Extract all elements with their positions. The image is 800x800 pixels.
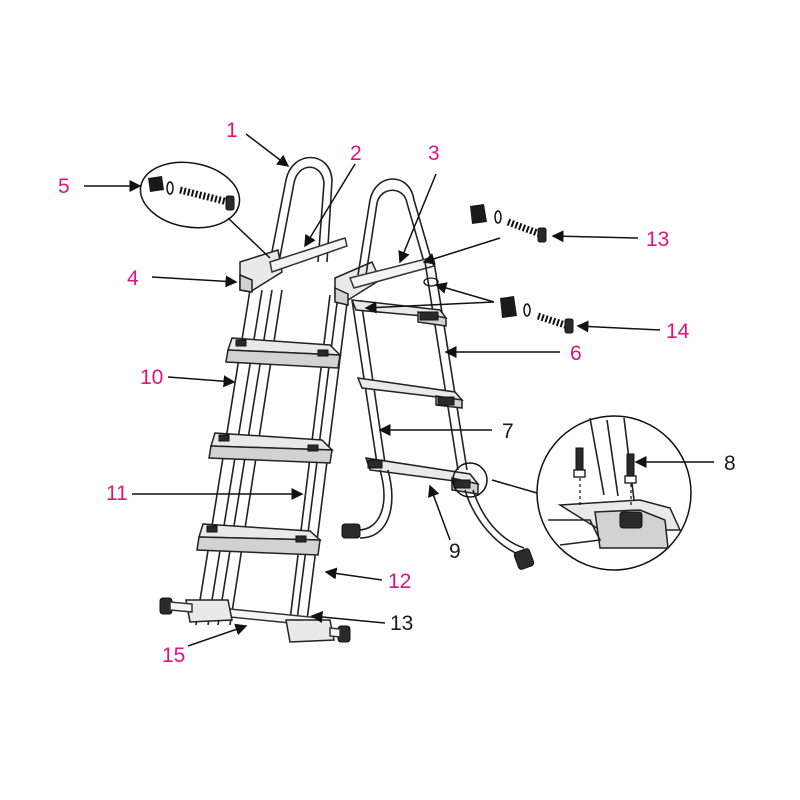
label-4: 4 <box>127 267 139 290</box>
bottom-base <box>159 597 351 643</box>
outer-step-3 <box>196 523 323 556</box>
label-6: 6 <box>570 342 582 365</box>
label-13-bottom: 13 <box>390 612 413 635</box>
label-7: 7 <box>502 420 514 443</box>
inner-step-2 <box>356 377 464 409</box>
pin-right <box>624 453 637 505</box>
hardware-14 <box>423 277 574 334</box>
inner-ladder <box>341 178 535 570</box>
label-5: 5 <box>58 175 70 198</box>
label-8: 8 <box>724 452 736 475</box>
label-2: 2 <box>350 142 362 165</box>
leader-arrows <box>84 133 714 647</box>
outer-step-1 <box>225 337 342 369</box>
pin-left <box>573 447 586 505</box>
part-labels: 1 2 3 4 5 6 7 8 9 10 11 12 13 13 14 15 <box>58 119 736 667</box>
detail-magnified <box>491 415 692 571</box>
label-13-top: 13 <box>646 228 669 251</box>
outer-ladder <box>159 156 381 643</box>
label-1: 1 <box>226 119 238 142</box>
handrail-outer <box>269 156 333 263</box>
label-14: 14 <box>666 320 690 343</box>
hardware-5-callout <box>139 161 271 259</box>
hardware-13-top <box>470 204 547 243</box>
leg-cap-right <box>513 548 535 570</box>
label-12: 12 <box>388 570 411 593</box>
bolt-5 <box>179 186 229 206</box>
label-11: 11 <box>106 482 128 505</box>
label-9: 9 <box>449 540 461 563</box>
label-10: 10 <box>140 366 163 389</box>
detail-joint-circle <box>452 462 488 498</box>
inner-rail-right <box>424 261 459 471</box>
handrail-inner <box>357 178 433 276</box>
label-3: 3 <box>428 142 440 165</box>
curved-leg-right <box>464 489 521 556</box>
inner-step-3 <box>364 457 480 495</box>
top-crossbar <box>269 237 348 273</box>
label-15: 15 <box>162 644 185 667</box>
curved-leg-left <box>357 469 385 531</box>
outer-step-2 <box>208 432 334 464</box>
leg-cap-left <box>341 523 361 539</box>
